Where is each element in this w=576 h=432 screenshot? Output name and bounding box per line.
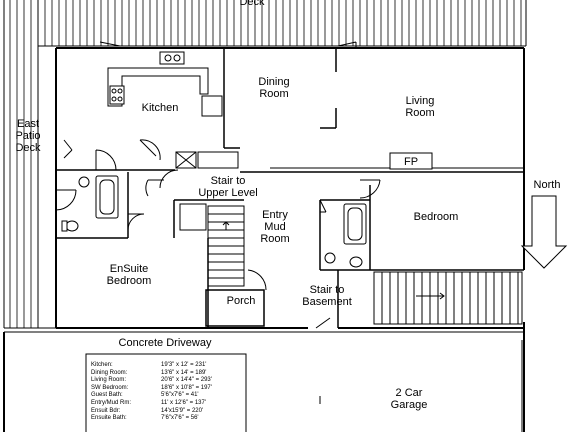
- stair-upper-level: [179, 203, 245, 287]
- garage: [4, 331, 524, 432]
- north-label: North: [533, 179, 561, 191]
- ensuite-bath-fixtures: [61, 175, 119, 232]
- fireplace: [389, 152, 433, 170]
- room-size-row: Ensuit Bdr: 14'x15'9" = 220': [91, 408, 231, 416]
- entry-mud-room-label: Entry Mud Room: [260, 209, 290, 245]
- dining-room-label: Dining Room: [258, 76, 290, 100]
- room-size-table: Kitchen: 19'3" x 12' = 231' Dining Room: 1…: [91, 362, 231, 423]
- room-size-row: Living Room: 20'6" x 14'4" = 293': [91, 377, 231, 385]
- room-size-row: Entry/Mud Rm: 11' x 12'6" = 137': [91, 400, 231, 408]
- kitchen-counters: [107, 51, 223, 117]
- room-name: Kitchen:: [91, 362, 113, 368]
- room-size: 7'6"x7'6" = 56': [161, 415, 199, 422]
- concrete-driveway-label: Concrete Driveway: [118, 337, 212, 349]
- room-size-row: SW Bedroom: 18'6" x 10'8" = 197': [91, 385, 231, 393]
- room-name: Living Room:: [91, 377, 127, 384]
- ensuite-bedroom-label: EnSuite Bedroom: [106, 263, 152, 287]
- fireplace-label: FP: [403, 156, 419, 168]
- north-arrow: [520, 195, 568, 269]
- doors: [55, 41, 381, 329]
- room-size: 20'6" x 14'4" = 293': [161, 377, 212, 384]
- porch-label: Porch: [226, 295, 256, 307]
- stair-basement: [373, 271, 523, 325]
- room-name: Dining Room:: [91, 369, 128, 376]
- exterior-walls: [3, 47, 525, 432]
- living-room-label: Living Room: [405, 95, 435, 119]
- room-name: Entry/Mud Rm:: [91, 399, 132, 406]
- room-name: Ensuite Bath:: [91, 415, 127, 422]
- deck-hatch: [38, 0, 526, 46]
- bedroom-label: Bedroom: [413, 211, 459, 223]
- room-size: 19'3" x 12' = 231': [161, 362, 207, 368]
- garage-label: 2 Car Garage: [390, 387, 428, 411]
- room-name: Guest Bath:: [91, 392, 123, 399]
- room-size-row: Guest Bath: 5'6"x7'6" = 41': [91, 392, 231, 400]
- room-size-row: Dining Room: 13'6" x 14' = 189': [91, 370, 231, 378]
- east-patio-deck-label: East Patio Deck: [15, 118, 41, 154]
- guest-bath-fixtures: [324, 203, 367, 268]
- room-size: 14'x15'9" = 220': [161, 407, 204, 414]
- stair-upper-label: Stair to Upper Level: [198, 175, 258, 199]
- stair-basement-label: Stair to Basement: [302, 284, 352, 308]
- room-size: 13'6" x 14' = 189': [161, 369, 207, 376]
- room-size: 5'6"x7'6" = 41': [161, 392, 199, 399]
- kitchen-label: Kitchen: [141, 102, 179, 114]
- room-name: Ensuit Bdr:: [91, 407, 121, 414]
- east-patio-deck-hatch: [4, 0, 38, 328]
- room-size: 11' x 12'6" = 137': [161, 399, 206, 406]
- room-size-row: Kitchen: 19'3" x 12' = 231': [91, 362, 231, 370]
- room-size: 18'6" x 10'8" = 197': [161, 384, 212, 391]
- deck-label: Deck: [239, 0, 265, 8]
- room-name: SW Bedroom:: [91, 384, 129, 391]
- room-size-row: Ensuite Bath: 7'6"x7'6" = 56': [91, 415, 231, 423]
- laundry-area: [175, 151, 239, 169]
